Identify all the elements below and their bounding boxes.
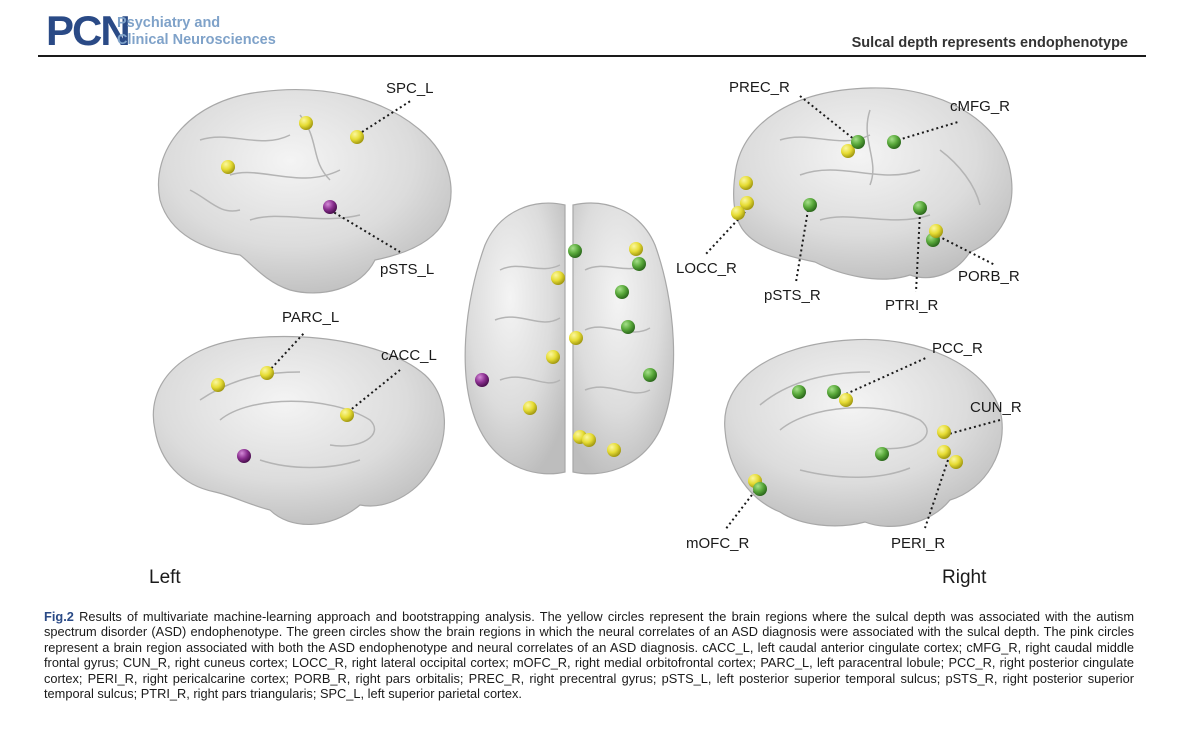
journal-name-line1: Psychiatry and <box>117 15 221 31</box>
region-marker-yellow <box>740 196 754 210</box>
brain-dorsal <box>464 202 675 475</box>
region-marker-yellow <box>607 443 621 457</box>
brain-figure: SPC_L pSTS_L PARC_L cACC_L PREC_R cMFG_R… <box>149 79 1022 588</box>
header-rule <box>38 55 1146 57</box>
region-marker-pink <box>237 449 251 463</box>
label-psts-l: pSTS_L <box>380 261 434 278</box>
region-marker-yellow <box>569 331 583 345</box>
region-marker-green <box>887 135 901 149</box>
journal-header: PCN Psychiatry and Clinical Neuroscience… <box>0 0 1185 60</box>
brain-right-medial <box>724 338 1003 527</box>
region-marker-yellow <box>582 433 596 447</box>
region-marker-yellow <box>221 160 235 174</box>
region-marker-yellow <box>350 130 364 144</box>
region-marker-yellow <box>629 242 643 256</box>
region-marker-yellow <box>211 378 225 392</box>
region-marker-green <box>632 257 646 271</box>
label-parc-l: PARC_L <box>282 309 339 326</box>
region-marker-green <box>827 385 841 399</box>
label-peri-r: PERI_R <box>891 535 945 552</box>
label-mofc-r: mOFC_R <box>686 535 750 552</box>
region-marker-pink <box>475 373 489 387</box>
side-label-right: Right <box>942 567 987 588</box>
region-marker-yellow <box>260 366 274 380</box>
brain-left-medial <box>152 335 446 526</box>
side-label-left: Left <box>149 567 181 588</box>
region-marker-yellow <box>937 445 951 459</box>
figure: SPC_L pSTS_L PARC_L cACC_L PREC_R cMFG_R… <box>0 60 1185 605</box>
region-marker-yellow <box>546 350 560 364</box>
region-marker-green <box>913 201 927 215</box>
region-marker-yellow <box>731 206 745 220</box>
brain-right-lateral <box>732 87 1013 280</box>
region-marker-green <box>803 198 817 212</box>
label-cacc-l: cACC_L <box>381 347 437 364</box>
journal-name-line2: Clinical Neurosciences <box>117 32 276 48</box>
figure-caption: Fig.2 Results of multivariate machine-le… <box>44 609 1134 701</box>
region-marker-green <box>615 285 629 299</box>
label-psts-r: pSTS_R <box>764 287 821 304</box>
region-marker-pink <box>323 200 337 214</box>
label-cun-r: CUN_R <box>970 399 1022 416</box>
region-marker-yellow <box>340 408 354 422</box>
region-marker-yellow <box>739 176 753 190</box>
label-ptri-r: PTRI_R <box>885 297 939 314</box>
label-pcc-r: PCC_R <box>932 340 983 357</box>
region-marker-yellow <box>551 271 565 285</box>
region-marker-yellow <box>841 144 855 158</box>
region-marker-green <box>568 244 582 258</box>
region-marker-green <box>753 482 767 496</box>
region-marker-yellow <box>523 401 537 415</box>
region-marker-green <box>875 447 889 461</box>
region-marker-green <box>851 135 865 149</box>
region-marker-yellow <box>937 425 951 439</box>
region-marker-green <box>792 385 806 399</box>
journal-logo: PCN <box>46 7 131 54</box>
label-spc-l: SPC_L <box>386 80 434 97</box>
label-porb-r: PORB_R <box>958 268 1020 285</box>
region-marker-green <box>621 320 635 334</box>
figure-label: Fig.2 <box>44 609 74 624</box>
brain-left-lateral <box>158 89 452 294</box>
running-title: Sulcal depth represents endophenotype <box>851 35 1128 51</box>
region-marker-green <box>643 368 657 382</box>
region-marker-yellow <box>839 393 853 407</box>
label-prec-r: PREC_R <box>729 79 790 96</box>
region-marker-yellow <box>299 116 313 130</box>
journal-name: Psychiatry and Clinical Neurosciences <box>117 15 276 49</box>
caption-text: Results of multivariate machine-learning… <box>44 609 1134 702</box>
label-cmfg-r: cMFG_R <box>950 98 1010 115</box>
label-locc-r: LOCC_R <box>676 260 737 277</box>
leader-lines <box>267 95 1001 531</box>
region-marker-yellow <box>949 455 963 469</box>
region-marker-yellow <box>929 224 943 238</box>
